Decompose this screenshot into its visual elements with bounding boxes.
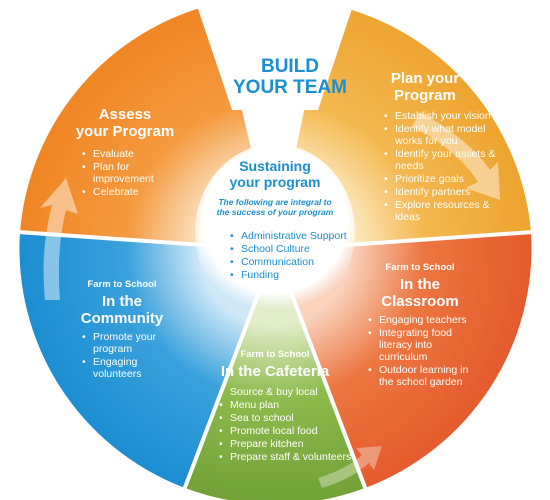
assess-list-item: Celebrate <box>82 186 182 198</box>
plan-list: Establish your vision Identify what mode… <box>384 110 496 224</box>
center-list: Administrative Support School Culture Co… <box>230 230 360 282</box>
classroom-list-item: Integrating food literacy into curriculu… <box>368 327 480 363</box>
community-list: Promote your program Engaging volunteers <box>82 331 182 381</box>
plan-list-item: Identify what model works for you <box>384 123 496 147</box>
assess-list-item: Evaluate <box>82 148 182 160</box>
assess-title: Assess your Program <box>55 106 195 140</box>
center-list-item: Funding <box>230 269 360 281</box>
classroom-list-item: Outdoor learning in the school garden <box>368 364 480 388</box>
classroom-kicker: Farm to School <box>385 262 455 273</box>
center-title-line: Sustaining <box>239 158 311 174</box>
center-subtitle-line: the success of your program <box>216 207 334 217</box>
cafeteria-kicker: Farm to School <box>240 349 310 360</box>
community-title-line: Community <box>80 310 164 327</box>
plan-list-item: Identify your assets & needs <box>384 148 496 172</box>
plan-list-item: Explore resources & ideas <box>384 199 496 223</box>
plan-list-item: Identify partners <box>384 186 496 198</box>
cafeteria-list-item: Prepare staff & volunteers <box>219 451 369 463</box>
center-list-item: School Culture <box>230 243 360 255</box>
community-list-item: Engaging volunteers <box>82 356 182 380</box>
classroom-list-item: Engaging teachers <box>368 314 480 326</box>
title-notch <box>195 0 355 110</box>
plan-list-item: Prioritize goals <box>384 173 496 185</box>
cafeteria-list-item: Menu plan <box>219 399 369 411</box>
cafeteria-list: Source & buy local Menu plan Sea to scho… <box>219 386 369 464</box>
community-title: In the Community <box>67 293 177 327</box>
classroom-title-line: In the <box>400 276 440 293</box>
assess-list: Evaluate Plan for improvement Celebrate <box>82 148 182 199</box>
community-kicker: Farm to School <box>87 279 157 290</box>
assess-title-line: your Program <box>75 123 175 140</box>
cafeteria-list-item: Promote local food <box>219 425 369 437</box>
classroom-title: In the Classroom <box>365 276 475 310</box>
center-title-line: your program <box>229 174 321 190</box>
classroom-list: Engaging teachers Integrating food liter… <box>368 314 480 389</box>
page-title: BUILD YOUR TEAM <box>210 56 370 98</box>
center-list-item: Administrative Support <box>230 230 360 242</box>
plan-title-line: Plan your <box>390 70 460 87</box>
plan-list-item: Establish your vision <box>384 110 496 122</box>
cafeteria-list-item: Source & buy local <box>219 386 369 398</box>
cafeteria-title-line: In the Cafeteria <box>220 363 330 380</box>
title-line: YOUR TEAM <box>233 77 347 98</box>
assess-title-line: Assess <box>98 106 152 123</box>
center-subtitle: The following are integral to the succes… <box>205 197 345 217</box>
assess-list-item: Plan for improvement <box>82 161 182 185</box>
cycle-arrow-left-icon <box>40 178 78 300</box>
community-list-item: Promote your program <box>82 331 182 355</box>
center-title: Sustaining your program <box>205 158 345 190</box>
center-list-item: Communication <box>230 256 360 268</box>
center-subtitle-line: The following are integral to <box>218 197 332 207</box>
title-line: BUILD <box>260 56 320 77</box>
plan-title: Plan your Program <box>370 70 480 104</box>
classroom-title-line: Classroom <box>381 293 459 310</box>
cafeteria-title: In the Cafeteria <box>200 363 350 380</box>
community-title-line: In the <box>102 293 142 310</box>
cafeteria-list-item: Prepare kitchen <box>219 438 369 450</box>
plan-title-line: Program <box>394 87 456 104</box>
cafeteria-list-item: Sea to school <box>219 412 369 424</box>
